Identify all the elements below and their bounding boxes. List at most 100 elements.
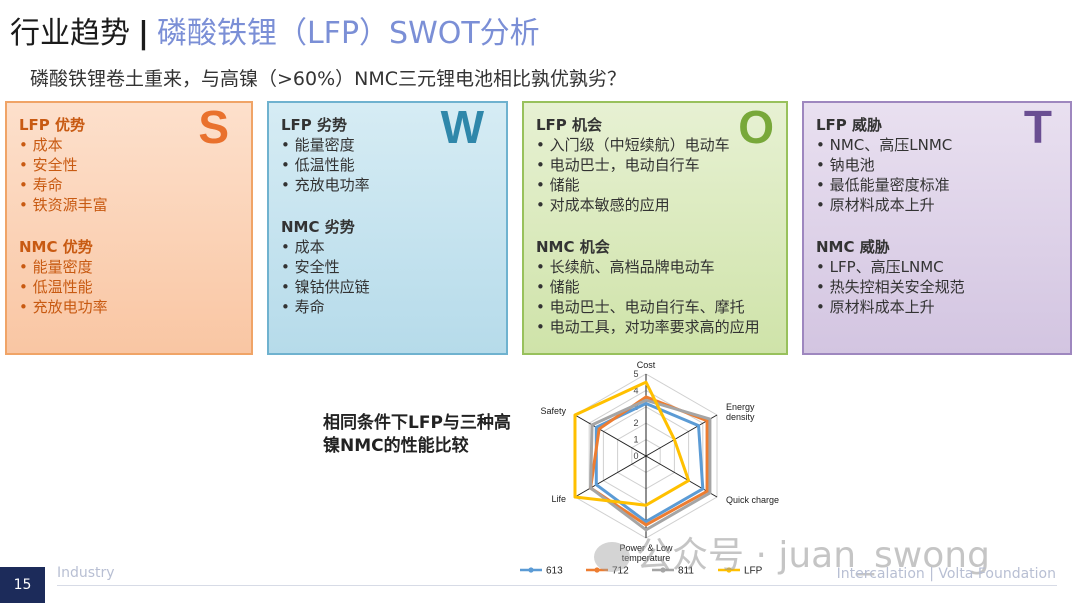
legend-label-LFP: LFP	[744, 566, 763, 577]
radar-axis-label: Safety	[540, 406, 566, 416]
radar-spoke	[574, 455, 647, 498]
radar-axis-label-line: temperature	[622, 553, 671, 563]
swot-item: 长续航、高档品牌电动车	[536, 257, 786, 277]
swot-item-list: 成本安全性寿命铁资源丰富	[19, 135, 251, 215]
section-gap	[281, 195, 506, 217]
title-main: 行业趋势	[10, 16, 130, 51]
radar-tick-label: 2	[633, 418, 638, 428]
swot-section-head: LFP 机会	[536, 116, 603, 134]
swot-item: 充放电功率	[19, 297, 251, 317]
watermark: 公众号 · juan_swong	[594, 526, 990, 578]
swot-item-list: LFP、高压LNMC热失控相关安全规范原材料成本上升	[816, 257, 1070, 317]
swot-item: 原材料成本上升	[816, 195, 1070, 215]
radar-axis-label-line: Cost	[637, 360, 656, 370]
legend-marker-613	[528, 567, 534, 573]
radar-axis-label: Life	[551, 494, 566, 504]
footer-divider	[57, 585, 1057, 586]
swot-item-list: NMC、高压LNMC钠电池最低能量密度标准原材料成本上升	[816, 135, 1070, 215]
swot-item: 镍钴供应链	[281, 277, 506, 297]
swot-item: 电动巴士，电动自行车	[536, 155, 786, 175]
legend-label-811: 811	[678, 566, 694, 577]
swot-item: 安全性	[281, 257, 506, 277]
swot-item: 入门级（中短续航）电动车	[536, 135, 786, 155]
swot-letter-s: S	[198, 101, 229, 153]
radar-tick-label: 0	[633, 451, 638, 461]
radar-axis-label-line: Life	[551, 494, 566, 504]
legend-label-712: 712	[612, 566, 629, 577]
swot-item: 对成本敏感的应用	[536, 195, 786, 215]
radar-axis-label-line: Safety	[540, 406, 566, 416]
swot-item: 铁资源丰富	[19, 195, 251, 215]
swot-letter-t: T	[1023, 101, 1052, 153]
radar-axis-label-line: Quick charge	[726, 495, 779, 505]
swot-item: 安全性	[19, 155, 251, 175]
swot-item: 低温性能	[281, 155, 506, 175]
legend-label-613: 613	[546, 566, 563, 577]
radar-spoke	[645, 455, 718, 498]
radar-axis-label: Quick charge	[726, 495, 779, 505]
radar-axis-label: Cost	[637, 360, 656, 370]
swot-item: 储能	[536, 277, 786, 297]
legend-marker-LFP	[726, 567, 732, 573]
swot-item: NMC、高压LNMC	[816, 135, 1070, 155]
radar-axis-label-line: Energy	[726, 402, 755, 412]
swot-item: 寿命	[281, 297, 506, 317]
radar-spoke	[574, 414, 647, 457]
swot-item: 储能	[536, 175, 786, 195]
swot-section-head: NMC 威胁	[816, 238, 890, 256]
radar-caption-line2: 镍NMC的性能比较	[323, 436, 469, 456]
swot-box-strengths: S LFP 优势成本安全性寿命铁资源丰富 NMC 优势能量密度低温性能充放电功率	[5, 101, 253, 355]
swot-item-list: 入门级（中短续航）电动车电动巴士，电动自行车储能对成本敏感的应用	[536, 135, 786, 215]
section-gap	[19, 215, 251, 237]
swot-item-list: 成本安全性镍钴供应链寿命	[281, 237, 506, 317]
radar-tick-label: 5	[633, 369, 638, 379]
radar-axis-label-line: Power & Low	[619, 543, 673, 553]
swot-item: 钠电池	[816, 155, 1070, 175]
swot-item-list: 能量密度低温性能充放电功率	[19, 257, 251, 317]
swot-section-head: LFP 优势	[19, 116, 86, 134]
swot-item: 最低能量密度标准	[816, 175, 1070, 195]
swot-letter-w: W	[440, 101, 484, 153]
wechat-icon	[594, 542, 630, 572]
page-title: 行业趋势|磷酸铁锂（LFP）SWOT分析	[10, 8, 540, 52]
swot-item: LFP、高压LNMC	[816, 257, 1070, 277]
swot-item: 充放电功率	[281, 175, 506, 195]
radar-series-712	[589, 395, 709, 527]
radar-tick-label: 4	[633, 385, 638, 395]
title-separator: |	[138, 16, 149, 51]
swot-section-head: NMC 机会	[536, 238, 610, 256]
legend-marker-712	[594, 567, 600, 573]
swot-section-head: NMC 优势	[19, 238, 93, 256]
swot-item: 原材料成本上升	[816, 297, 1070, 317]
legend-marker-811	[660, 567, 666, 573]
swot-item: 低温性能	[19, 277, 251, 297]
swot-item-list: 长续航、高档品牌电动车储能电动巴士、电动自行车、摩托电动工具，对功率要求高的应用	[536, 257, 786, 337]
swot-item: 成本	[19, 135, 251, 155]
swot-item: 电动巴士、电动自行车、摩托	[536, 297, 786, 317]
swot-section-head: LFP 威胁	[816, 116, 883, 134]
swot-item: 热失控相关安全规范	[816, 277, 1070, 297]
swot-box-opportunities: O LFP 机会入门级（中短续航）电动车电动巴士，电动自行车储能对成本敏感的应用…	[522, 101, 788, 355]
page-number: 15	[0, 567, 45, 603]
radar-series-613	[594, 402, 705, 524]
footer-left-label: Industry	[57, 565, 115, 581]
radar-caption-line1: 相同条件下LFP与三种高	[323, 413, 511, 433]
swot-letter-o: O	[738, 101, 774, 153]
swot-box-threats: T LFP 威胁NMC、高压LNMC钠电池最低能量密度标准原材料成本上升 NMC …	[802, 101, 1072, 355]
section-gap	[816, 215, 1070, 237]
watermark-text: 公众号 · juan_swong	[636, 535, 990, 576]
swot-item: 电动工具，对功率要求高的应用	[536, 317, 786, 337]
radar-caption: 相同条件下LFP与三种高 镍NMC的性能比较	[323, 412, 511, 458]
swot-item: 能量密度	[281, 135, 506, 155]
swot-item: 能量密度	[19, 257, 251, 277]
swot-section-head: NMC 劣势	[281, 218, 355, 236]
footer-right-label: Intercalation | Volta Foundation	[836, 566, 1056, 582]
swot-section-head: LFP 劣势	[281, 116, 348, 134]
title-topic: 磷酸铁锂（LFP）SWOT分析	[156, 16, 540, 51]
section-gap	[536, 215, 786, 237]
subtitle: 磷酸铁锂卷土重来，与高镍（>60%）NMC三元锂电池相比孰优孰劣？	[30, 68, 627, 90]
swot-item: 成本	[281, 237, 506, 257]
